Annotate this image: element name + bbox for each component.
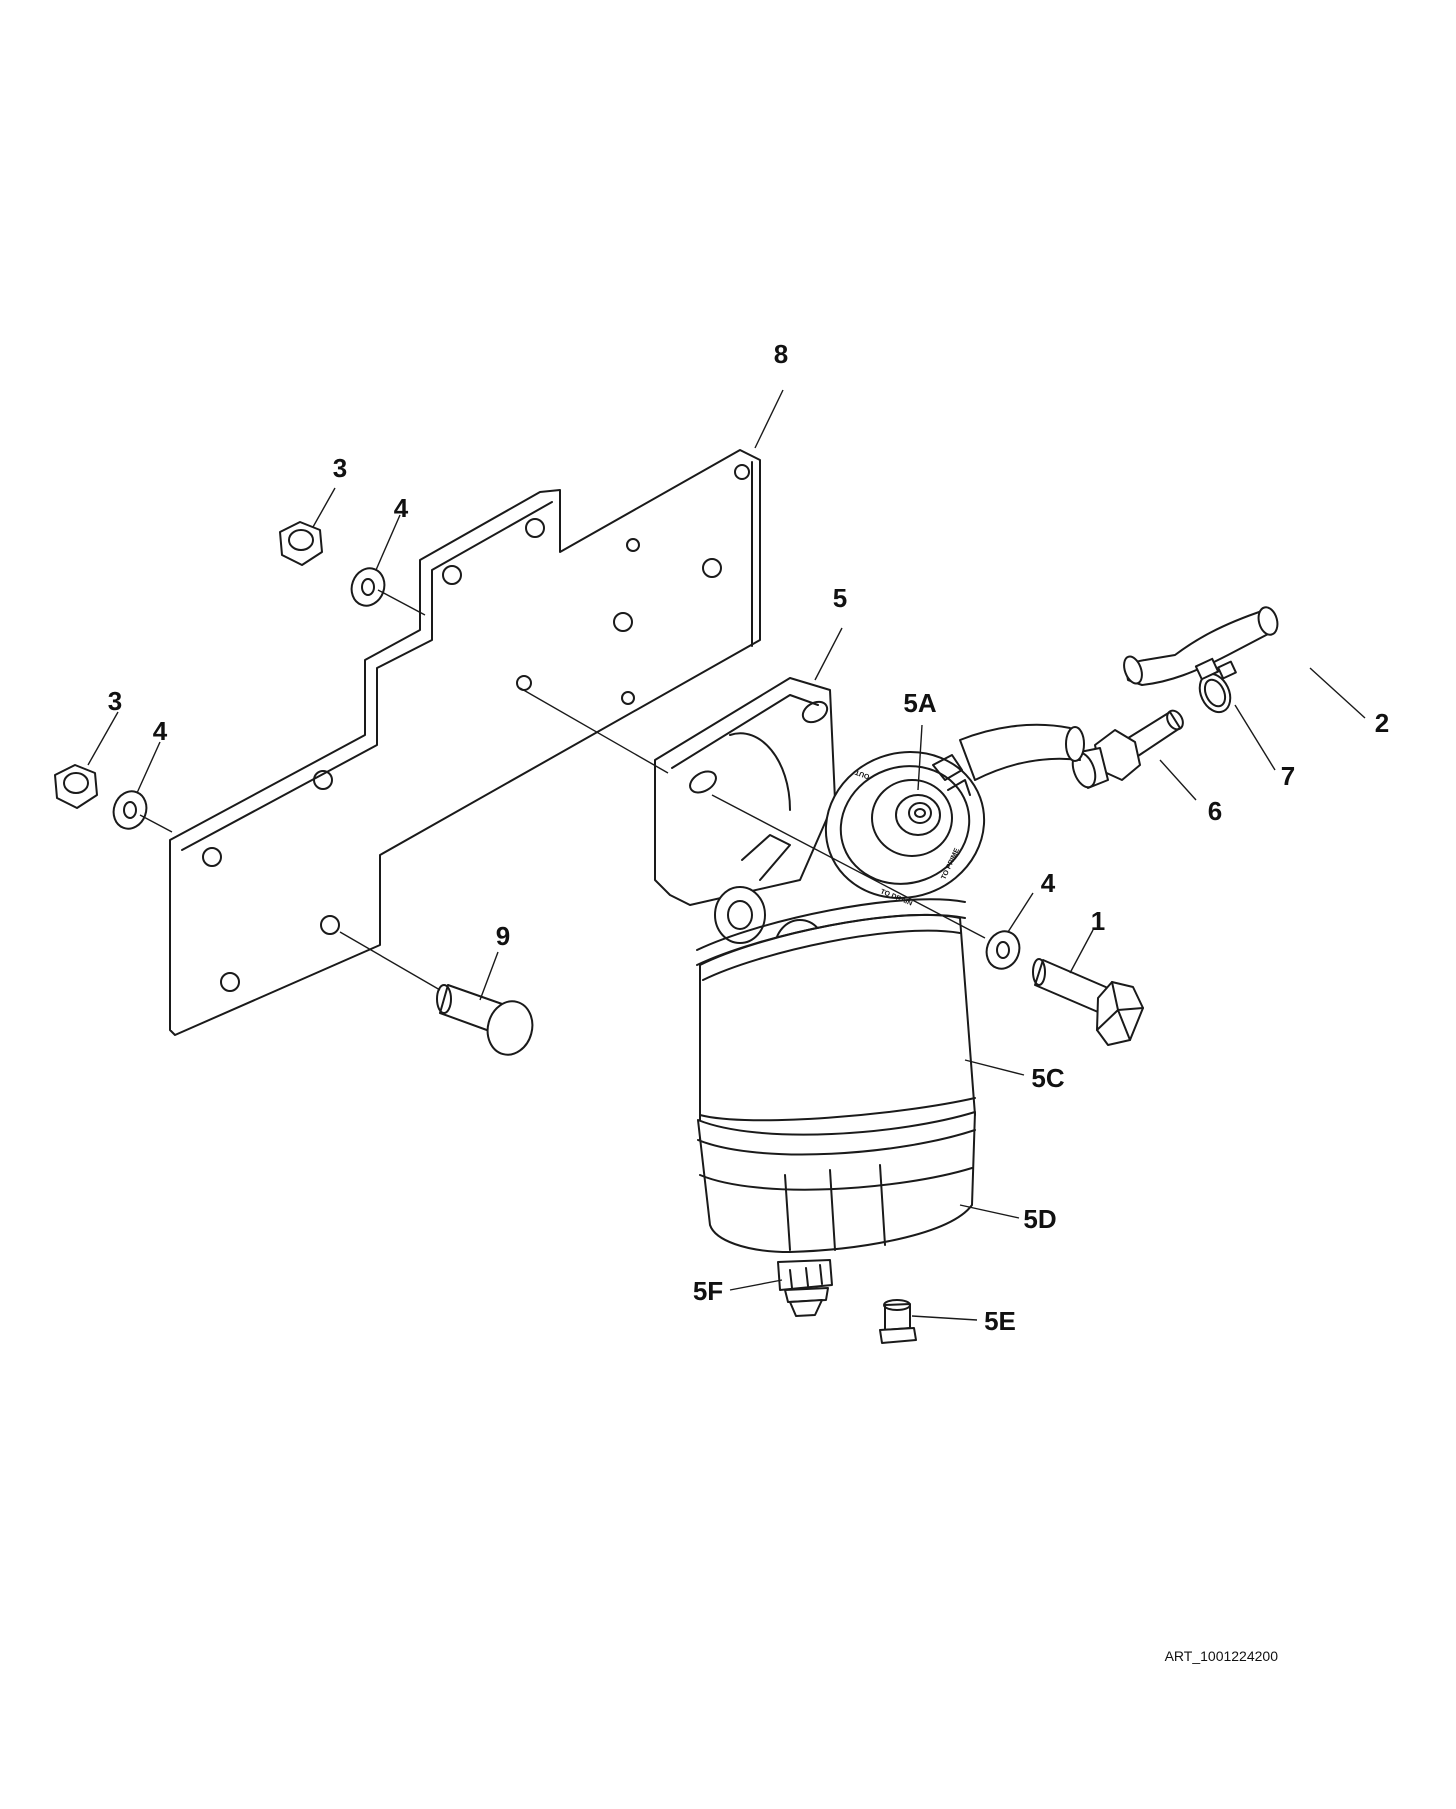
callout-5f: 5F [693,1276,723,1306]
callout-3-upper: 3 [333,453,347,483]
dial-out-text: OUT [854,768,871,780]
callout-6: 6 [1208,796,1222,826]
washer-right [985,930,1021,970]
callout-5d: 5D [1023,1204,1056,1234]
collection-bowl [697,1111,976,1253]
callout-4-upper: 4 [394,493,409,523]
callout-1: 1 [1091,906,1105,936]
callout-4-lower: 4 [153,716,168,746]
fuel-hose [1123,606,1279,686]
washer-lower [112,790,148,830]
art-reference: ART_1001224200 [1165,1648,1279,1664]
leader-lines [87,389,1366,1321]
hose-clamp [1194,657,1237,714]
callout-5: 5 [833,583,847,613]
callout-5e: 5E [984,1306,1016,1336]
washer-upper [350,567,386,607]
callout-labels: 8 3 4 5 5A 3 4 2 7 6 4 1 9 5C 5D 5F 5E [108,339,1389,1336]
hose-fitting [1071,709,1184,789]
callout-4-right: 4 [1041,868,1056,898]
hex-nut-upper [279,521,323,566]
callout-5c: 5C [1031,1063,1064,1093]
callout-5a: 5A [903,688,936,718]
primer-pump: TO DRAIN TO PRIME OUT [824,751,986,907]
callout-3-lower: 3 [108,686,122,716]
hex-bolt [1032,958,1144,1046]
callout-9: 9 [496,921,510,951]
callout-8: 8 [774,339,788,369]
callout-2: 2 [1375,708,1389,738]
callout-7: 7 [1281,761,1295,791]
carriage-bolt [436,984,534,1056]
mounting-plate [169,449,761,1036]
filter-element [696,898,976,1166]
sensor-plug [879,1299,917,1344]
hex-nut-lower [54,764,98,809]
drain-valve [777,1259,833,1317]
